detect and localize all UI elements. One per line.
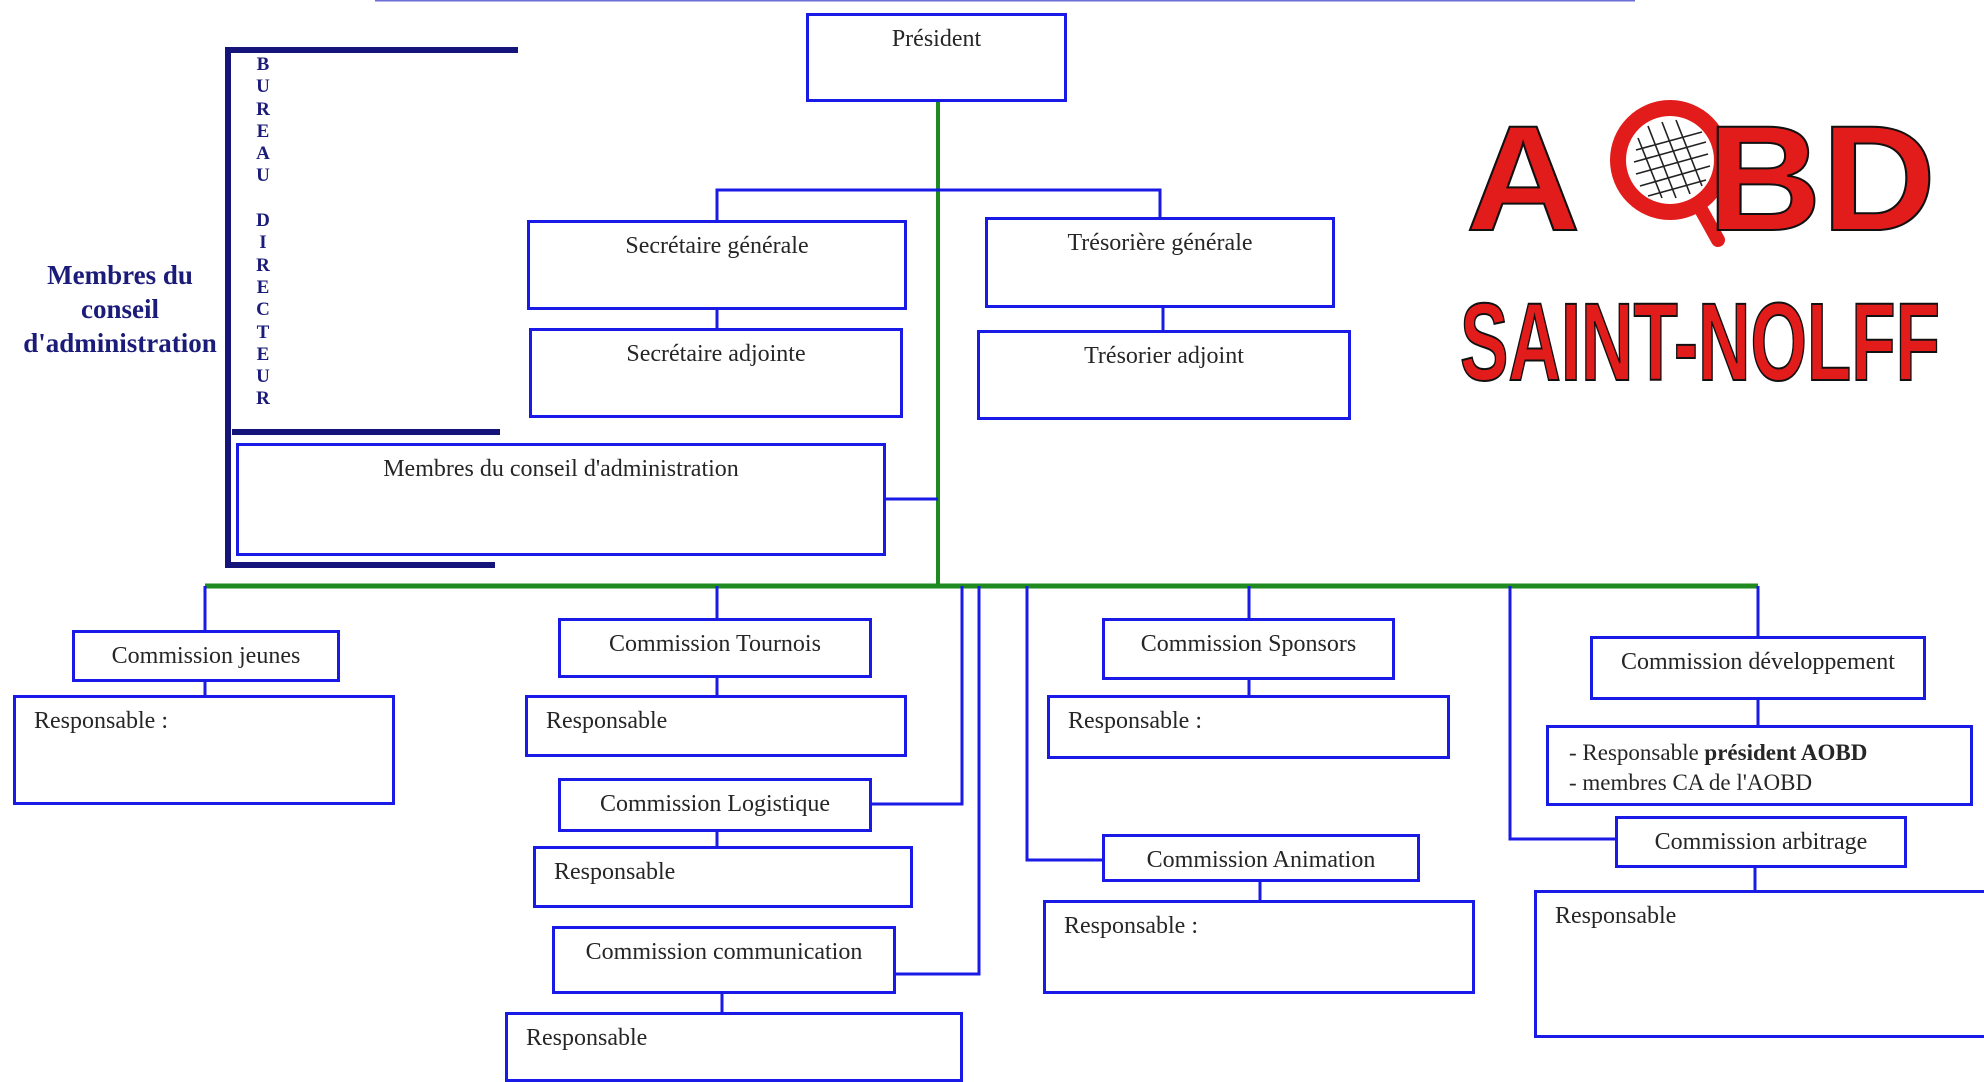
responsable-communication-box: Responsable	[505, 1012, 963, 1082]
vertical-letter: E	[256, 120, 270, 142]
vertical-letter: U	[256, 76, 270, 98]
commission-logistique-label: Commission Logistique	[599, 791, 830, 817]
commission-jeunes-label: Commission jeunes	[111, 643, 301, 669]
president-label: Président	[891, 26, 982, 52]
vertical-letter: B	[256, 54, 270, 75]
president-box: Président	[806, 13, 1067, 102]
responsable-arbitrage-label: Responsable	[1555, 903, 1677, 929]
commission-tournois-label: Commission Tournois	[609, 631, 821, 657]
responsable-communication-label: Responsable	[526, 1025, 648, 1051]
tresoriere-generale-label: Trésorière générale	[1067, 230, 1253, 256]
commission-jeunes-box: Commission jeunes	[72, 630, 340, 682]
vertical-letter: T	[256, 321, 270, 343]
secretaire-generale-label: Secrétaire générale	[625, 233, 809, 259]
vertical-letter: D	[256, 210, 270, 232]
membres-ca-label: Membres du conseil d'administration	[383, 456, 739, 482]
responsable-jeunes-label: Responsable :	[34, 708, 168, 734]
commission-communication-label: Commission communication	[585, 939, 863, 965]
responsable-tournois-label: Responsable	[546, 708, 668, 734]
responsable-animation-label: Responsable :	[1064, 913, 1198, 939]
commission-communication-box: Commission communication	[552, 926, 896, 994]
side-label-line1: Membres du	[47, 260, 193, 290]
secretaire-adjointe-box: Secrétaire adjointe	[529, 328, 903, 418]
responsable-sponsors-label: Responsable :	[1068, 708, 1202, 734]
vertical-letter: E	[256, 276, 270, 298]
side-label-line3: d'administration	[23, 328, 217, 358]
commission-developpement-box: Commission développement	[1590, 636, 1926, 700]
logo-line2: SAINT-NOLFF	[1460, 281, 1940, 404]
dev-line-1-bold: président AOBD	[1704, 740, 1868, 765]
dev-line-1-prefix: - Responsable	[1569, 740, 1705, 765]
vertical-letter: R	[256, 388, 270, 410]
secretaire-adjointe-label: Secrétaire adjointe	[626, 341, 806, 367]
developpement-responsables-box: - Responsable président AOBD - membres C…	[1546, 725, 1973, 806]
commission-sponsors-box: Commission Sponsors	[1102, 618, 1395, 680]
tresorier-adjoint-box: Trésorier adjoint	[977, 330, 1351, 420]
commission-animation-box: Commission Animation	[1102, 834, 1420, 882]
developpement-responsables-text: - Responsable président AOBD - membres C…	[1569, 738, 1867, 798]
responsable-arbitrage-box: Responsable	[1534, 890, 1984, 1038]
commission-logistique-box: Commission Logistique	[558, 778, 872, 832]
commission-tournois-box: Commission Tournois	[558, 618, 872, 678]
responsable-jeunes-box: Responsable :	[13, 695, 395, 805]
responsable-logistique-box: Responsable	[533, 846, 913, 908]
membres-ca-box: Membres du conseil d'administration	[236, 443, 886, 556]
bureau-directeur-vertical-label: B U R E A U D I R E C T E U R	[252, 54, 274, 411]
responsable-tournois-box: Responsable	[525, 695, 907, 757]
secretaire-generale-box: Secrétaire générale	[527, 220, 907, 310]
responsable-logistique-label: Responsable	[554, 859, 676, 885]
dev-line-2: - membres CA de l'AOBD	[1569, 770, 1813, 795]
side-label-line2: conseil	[81, 294, 159, 324]
tresoriere-generale-box: Trésorière générale	[985, 217, 1335, 308]
tresorier-adjoint-label: Trésorier adjoint	[1084, 343, 1244, 369]
responsable-animation-box: Responsable :	[1043, 900, 1475, 994]
vertical-letter: E	[256, 343, 270, 365]
commission-arbitrage-box: Commission arbitrage	[1615, 816, 1907, 868]
vertical-letter: U	[256, 165, 270, 187]
vertical-letter	[252, 188, 274, 210]
vertical-letter: U	[256, 366, 270, 388]
commission-animation-label: Commission Animation	[1146, 847, 1376, 873]
side-label-conseil: Membres du conseil d'administration	[8, 258, 232, 360]
commission-sponsors-label: Commission Sponsors	[1140, 631, 1357, 657]
commission-arbitrage-label: Commission arbitrage	[1654, 829, 1868, 855]
vertical-letter: I	[259, 232, 267, 254]
commission-developpement-label: Commission développement	[1621, 649, 1895, 675]
vertical-letter: R	[256, 98, 270, 120]
responsable-sponsors-box: Responsable :	[1047, 695, 1450, 759]
dev-line-1: - Responsable président AOBD	[1569, 738, 1867, 768]
vertical-letter: R	[256, 254, 270, 276]
vertical-letter: A	[256, 143, 270, 165]
vertical-letter: C	[256, 299, 270, 321]
shuttlecock-ball-icon	[1610, 100, 1730, 247]
